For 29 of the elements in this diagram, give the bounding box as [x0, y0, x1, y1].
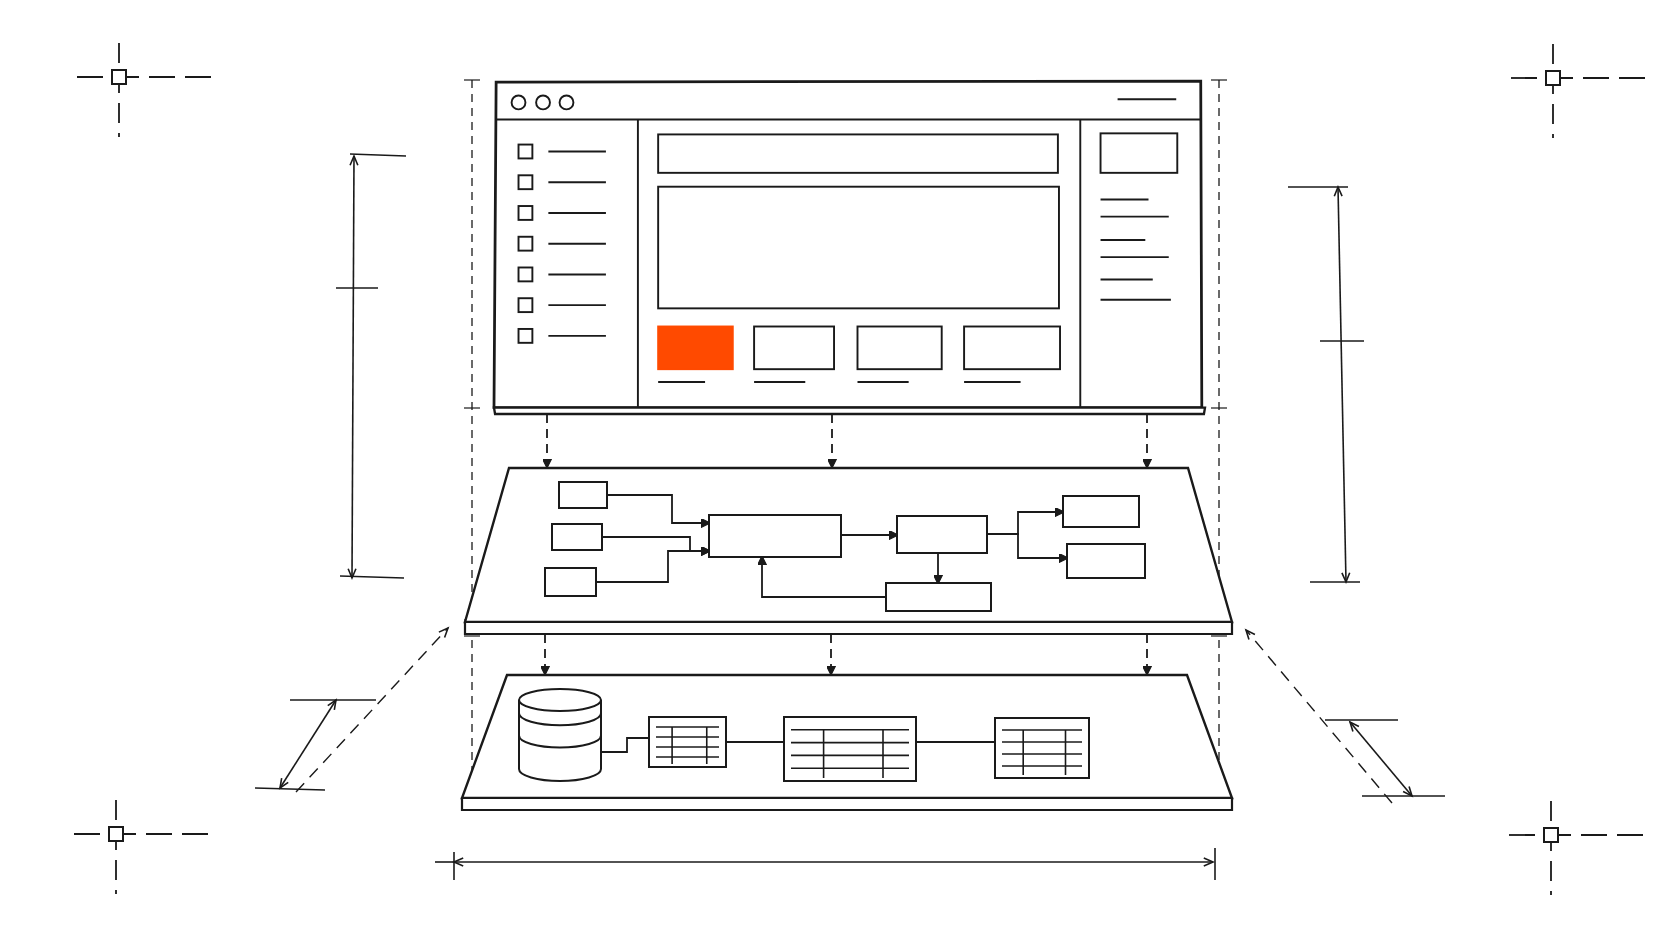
projection-arrow [1141, 633, 1153, 676]
data-table [649, 717, 726, 767]
process-box [897, 516, 987, 553]
process-box [886, 583, 991, 611]
arrow [606, 494, 711, 529]
connector-line [915, 741, 996, 743]
arrow [932, 552, 944, 585]
arrow [840, 529, 899, 541]
data-table [995, 718, 1089, 778]
projection-arrow [826, 413, 838, 469]
projection-arrow [539, 633, 551, 676]
layer-panel [465, 467, 1232, 634]
process-box [559, 482, 607, 508]
arrow [986, 533, 1069, 564]
process-box [552, 524, 602, 550]
layer-panel [462, 674, 1232, 810]
arrow [756, 555, 887, 598]
process-box [1063, 496, 1139, 527]
projection-arrow [825, 633, 837, 676]
database-cylinder [518, 688, 602, 781]
process-box [709, 515, 841, 557]
connector-line [601, 737, 650, 753]
data-table [784, 717, 916, 781]
projection-arrow [1141, 413, 1153, 469]
process-box [545, 568, 596, 596]
projection-arrow [541, 413, 553, 469]
arrow [595, 545, 711, 583]
process-box [1067, 544, 1145, 578]
connector-line [725, 741, 785, 743]
